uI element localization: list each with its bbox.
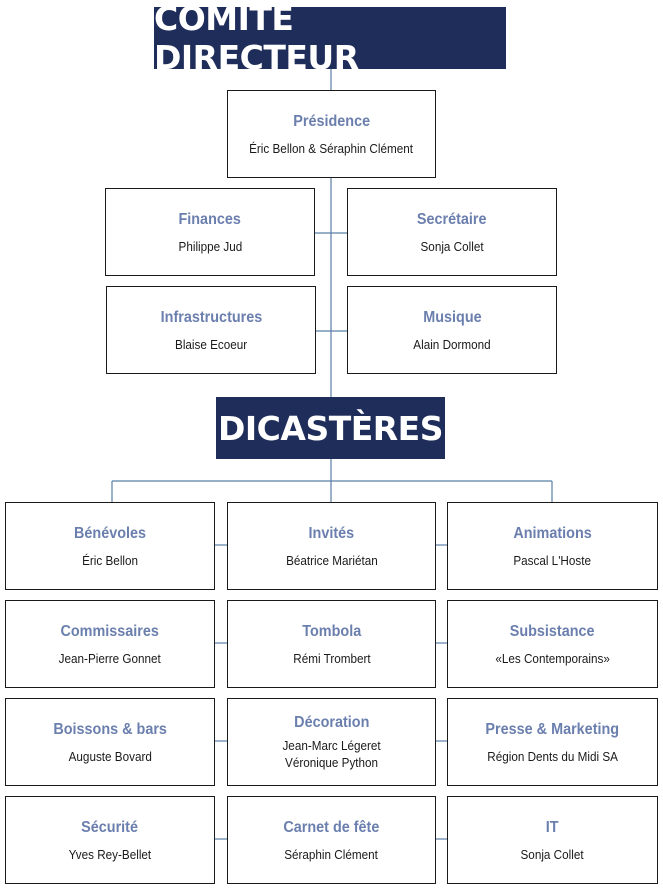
box-person: Jean-Marc Légeret Véronique Python <box>282 738 381 770</box>
box-person: Éric Bellon <box>82 552 138 568</box>
box-it: IT Sonja Collet <box>447 796 658 884</box>
box-decoration: Décoration Jean-Marc Légeret Véronique P… <box>227 698 436 786</box>
box-invites: Invités Béatrice Mariétan <box>227 502 436 590</box>
box-person: Région Dents du Midi SA <box>487 748 618 764</box>
box-person: Yves Rey-Bellet <box>68 846 152 862</box>
box-tombola: Tombola Rémi Trombert <box>227 600 436 688</box>
box-title: Musique <box>422 308 482 326</box>
box-title: Secrétaire <box>417 210 487 228</box>
box-person: Blaise Ecoeur <box>174 336 248 352</box>
box-presidence: Présidence Éric Bellon & Séraphin Clémen… <box>227 90 436 178</box>
box-person: Béatrice Mariétan <box>285 552 378 568</box>
box-title: Animations <box>513 524 592 542</box>
box-title: Présidence <box>293 112 370 130</box>
box-musique: Musique Alain Dormond <box>347 286 557 374</box>
box-carnet-de-fete: Carnet de fête Séraphin Clément <box>227 796 436 884</box>
box-person: Sonja Collet <box>420 238 484 254</box>
box-person: «Les Contemporains» <box>495 650 610 666</box>
box-title: Boissons & bars <box>53 720 167 738</box>
box-person: Séraphin Clément <box>284 846 379 862</box>
comite-directeur-banner: COMITÉ DIRECTEUR <box>154 0 506 77</box>
box-title: Finances <box>178 210 242 228</box>
box-secretaire: Secrétaire Sonja Collet <box>347 188 557 276</box>
box-securite: Sécurité Yves Rey-Bellet <box>5 796 215 884</box>
box-subsistance: Subsistance «Les Contemporains» <box>447 600 658 688</box>
box-title: IT <box>546 818 559 836</box>
box-presse-marketing: Presse & Marketing Région Dents du Midi … <box>447 698 658 786</box>
box-person: Sonja Collet <box>520 846 585 862</box>
box-animations: Animations Pascal L'Hoste <box>447 502 658 590</box>
box-infrastructures: Infrastructures Blaise Ecoeur <box>106 286 316 374</box>
box-title: Bénévoles <box>73 524 147 542</box>
box-person: Éric Bellon & Séraphin Clément <box>249 140 414 156</box>
box-person: Alain Dormond <box>413 336 491 352</box>
box-title: Tombola <box>302 622 361 640</box>
box-boissons-bars: Boissons & bars Auguste Bovard <box>5 698 215 786</box>
box-person: Rémi Trombert <box>292 650 371 666</box>
box-title: Presse & Marketing <box>485 720 620 738</box>
box-person: Jean-Pierre Gonnet <box>58 650 162 666</box>
box-title: Carnet de fête <box>283 818 380 836</box>
box-title: Subsistance <box>510 622 595 640</box>
box-benevoles: Bénévoles Éric Bellon <box>5 502 215 590</box>
box-person: Pascal L'Hoste <box>513 552 592 568</box>
box-title: Invités <box>308 524 355 542</box>
box-person: Philippe Jud <box>178 238 242 254</box>
box-finances: Finances Philippe Jud <box>105 188 315 276</box>
box-title: Commissaires <box>60 622 160 640</box>
box-commissaires: Commissaires Jean-Pierre Gonnet <box>5 600 215 688</box>
box-title: Sécurité <box>81 818 139 836</box>
box-person: Auguste Bovard <box>68 748 152 764</box>
dicasteres-banner: DICASTÈRES <box>216 397 445 459</box>
box-title: Décoration <box>293 714 370 731</box>
box-title: Infrastructures <box>160 308 262 326</box>
